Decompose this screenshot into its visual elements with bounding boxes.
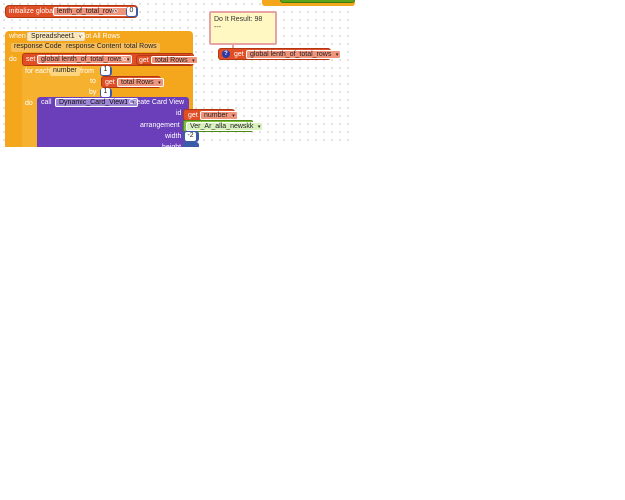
- height-number-block[interactable]: [183, 142, 199, 147]
- comment-line-2: ---: [214, 24, 221, 31]
- set-label: set: [26, 56, 36, 63]
- spreadsheet-component-dropdown[interactable]: Spreadsheet1 ▾: [27, 32, 85, 41]
- arrangement-component-block[interactable]: Ver_Ar_alla_newskk ▾: [183, 120, 264, 132]
- chevron-down-icon: ▾: [126, 57, 130, 63]
- width-number-field[interactable]: -2: [185, 132, 196, 141]
- arrangement-text: Ver_Ar_alla_newskk: [190, 123, 254, 130]
- param-total-rows[interactable]: total Rows: [121, 43, 160, 52]
- floating-get-var-text: global lenth_of_total_rows: [250, 51, 332, 58]
- for-to-label: to: [90, 78, 96, 85]
- floating-get-block[interactable]: ? get global lenth_of_total_rows ▾: [218, 48, 342, 60]
- get-total-rows-block[interactable]: get total Rows ▾: [136, 55, 198, 65]
- when-label: when: [9, 33, 26, 40]
- card-view-component-text: Dynamic_Card_View1: [59, 99, 129, 106]
- get-label: get: [139, 57, 149, 64]
- chevron-down-icon: ▾: [257, 124, 261, 130]
- width-number-block[interactable]: -2: [183, 131, 199, 142]
- set-var-text: global lenth_of_total_rows: [41, 56, 123, 63]
- for-to-var-text: total Rows: [121, 79, 154, 86]
- comment-connector: [232, 45, 234, 50]
- floating-get-var-dropdown[interactable]: global lenth_of_total_rows ▾: [246, 50, 342, 59]
- width-label: width: [165, 133, 182, 140]
- do-label: do: [9, 56, 17, 63]
- call-method-label: .Create Card View: [127, 99, 185, 106]
- chevron-down-icon: ▾: [158, 80, 161, 86]
- partial-event-block-top[interactable]: [262, 0, 355, 6]
- for-to-get-block[interactable]: get total Rows ▾: [101, 76, 164, 88]
- chevron-down-icon: ▾: [335, 52, 339, 58]
- param-total-rows-text: total Rows: [124, 43, 157, 50]
- get-total-rows-text: total Rows: [155, 57, 188, 64]
- arrangement-dropdown[interactable]: Ver_Ar_alla_newskk ▾: [186, 122, 264, 131]
- for-var-field[interactable]: number: [50, 67, 80, 76]
- blocks-workspace[interactable]: initialize global lenth_of_total_rows to…: [0, 0, 355, 147]
- arrangement-label: arrangement: [140, 122, 180, 129]
- set-to-label: to: [121, 56, 127, 63]
- param-response-content-text: response Content: [66, 43, 122, 50]
- event-handler-block[interactable]: when Spreadsheet1 ▾ .Got All Rows respon…: [5, 31, 264, 147]
- question-mark-icon[interactable]: ?: [222, 50, 230, 58]
- chevron-down-icon: ▾: [79, 34, 82, 40]
- for-each-label: for each: [25, 68, 51, 75]
- init-number-block[interactable]: 0: [126, 7, 138, 17]
- event-name-label: .Got All Rows: [78, 33, 121, 40]
- chevron-down-icon: ▾: [132, 100, 136, 106]
- init-number-field[interactable]: 0: [127, 7, 136, 16]
- for-var-text: number: [53, 67, 77, 74]
- initialize-global-block[interactable]: initialize global lenth_of_total_rows to…: [5, 5, 138, 18]
- chevron-down-icon: ▾: [232, 113, 235, 119]
- set-var-dropdown[interactable]: global lenth_of_total_rows ▾: [37, 55, 133, 64]
- param-response-content[interactable]: response Content: [63, 43, 125, 52]
- id-get-label: get: [188, 112, 198, 119]
- init-label: initialize global: [9, 8, 55, 15]
- from-number-block[interactable]: 1: [100, 66, 112, 76]
- for-do-label: do: [25, 100, 33, 107]
- by-number-field[interactable]: 1: [101, 88, 110, 97]
- for-to-get-label: get: [105, 79, 115, 86]
- from-number-field[interactable]: 1: [101, 66, 110, 75]
- for-to-var-dropdown[interactable]: total Rows ▾: [117, 78, 164, 87]
- set-variable-block[interactable]: set global lenth_of_total_rows ▾ to get …: [22, 53, 198, 66]
- floating-get-label: get: [234, 51, 244, 58]
- init-var-name-text: lenth_of_total_rows: [57, 8, 118, 15]
- from-label: from: [80, 68, 94, 75]
- chevron-down-icon: ▾: [192, 58, 195, 64]
- partial-green-block-top[interactable]: [280, 0, 355, 3]
- spreadsheet-component-text: Spreadsheet1: [31, 33, 75, 40]
- id-var-dropdown[interactable]: number ▾: [200, 111, 238, 120]
- height-label: height: [162, 143, 181, 147]
- id-var-text: number: [204, 112, 228, 119]
- do-it-result-comment[interactable]: Do It Result: 98 ---: [209, 11, 277, 45]
- by-number-block[interactable]: 1: [100, 88, 112, 98]
- param-response-code-text: response Code: [14, 43, 62, 50]
- call-create-card-view-block[interactable]: call Dynamic_Card_View1 ▾ .Create Card V…: [37, 97, 189, 147]
- param-response-code[interactable]: response Code: [11, 43, 65, 52]
- init-to-label: to: [112, 8, 118, 15]
- id-label: id: [176, 110, 182, 117]
- get-total-rows-dropdown[interactable]: total Rows ▾: [151, 56, 198, 64]
- card-view-component-dropdown[interactable]: Dynamic_Card_View1 ▾: [55, 98, 139, 107]
- call-label: call: [41, 99, 52, 106]
- comment-line-1: Do It Result: 98: [214, 16, 263, 23]
- by-label: by: [89, 89, 97, 96]
